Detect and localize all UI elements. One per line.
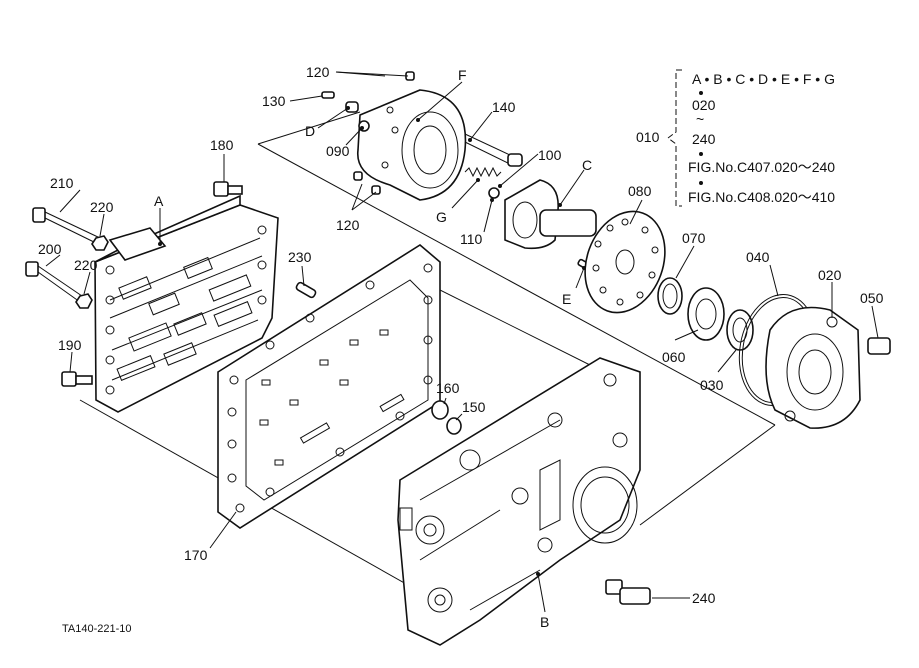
label-020: 020 <box>818 267 842 283</box>
label-140: 140 <box>492 99 516 115</box>
legend-ref1: FIG.No.C407.020～240 <box>688 159 835 175</box>
label-b: B <box>540 614 549 630</box>
ring-070 <box>657 277 683 315</box>
spring-g <box>464 166 502 178</box>
label-240: 240 <box>692 590 716 606</box>
label-220-top: 220 <box>90 199 114 215</box>
plate-080 <box>584 210 666 314</box>
main-body-b <box>397 357 641 646</box>
label-g: G <box>436 209 447 225</box>
label-190: 190 <box>58 337 82 353</box>
label-230: 230 <box>288 249 312 265</box>
plug-120-lower <box>353 171 381 195</box>
leader-lines <box>45 71 879 613</box>
label-170: 170 <box>184 547 208 563</box>
label-160: 160 <box>436 380 460 396</box>
label-060: 060 <box>662 349 686 365</box>
legend-tilde: ~ <box>696 111 704 127</box>
label-200: 200 <box>38 241 62 257</box>
bolt-240 <box>605 579 651 605</box>
label-100: 100 <box>538 147 562 163</box>
label-c: C <box>582 157 592 173</box>
label-120-top: 120 <box>306 64 330 80</box>
bolt-190 <box>61 371 93 387</box>
bearing-060 <box>687 287 725 341</box>
cover-020 <box>765 306 861 429</box>
label-e: E <box>562 291 571 307</box>
label-070: 070 <box>682 230 706 246</box>
pin-230 <box>295 281 317 299</box>
legend-range-start: 020 <box>692 97 716 113</box>
bolt-180 <box>213 181 243 197</box>
legend-letters: A • B • C • D • E • F • G <box>692 71 835 87</box>
legend-range-end: 240 <box>692 131 716 147</box>
housing-f <box>357 89 467 201</box>
label-220-bottom: 220 <box>74 257 98 273</box>
legend-ref2: FIG.No.C408.020～410 <box>688 189 835 205</box>
label-110: 110 <box>460 231 483 247</box>
label-030: 030 <box>700 377 724 393</box>
label-180: 180 <box>210 137 234 153</box>
label-d: D <box>305 123 315 139</box>
bolt-210 <box>32 207 101 245</box>
bolt-200 <box>25 261 83 303</box>
valve-body-a <box>94 194 279 413</box>
bolt-140 <box>464 133 523 167</box>
spool-c <box>504 179 597 250</box>
label-120-bottom: 120 <box>336 217 360 233</box>
nut-220-lower <box>75 293 93 309</box>
legend-code-010: 010 <box>636 129 660 145</box>
separator-plate-170 <box>217 244 441 529</box>
label-040: 040 <box>746 249 770 265</box>
bolt-050 <box>867 337 891 355</box>
leader-dots <box>158 106 586 576</box>
pin-130 <box>321 91 335 99</box>
figure-id: TA140-221-10 <box>62 623 132 635</box>
callout-labels: 120 130 F D 090 140 100 C G 110 120 180 … <box>38 64 884 630</box>
label-090: 090 <box>326 143 350 159</box>
label-080: 080 <box>628 183 652 199</box>
label-f: F <box>458 67 467 83</box>
plug-160 <box>431 400 449 420</box>
ball-110 <box>488 187 500 199</box>
o-ring-150 <box>446 417 462 435</box>
label-a: A <box>154 193 164 209</box>
label-150: 150 <box>462 399 486 415</box>
label-050: 050 <box>860 290 884 306</box>
label-130: 130 <box>262 93 286 109</box>
label-210: 210 <box>50 175 74 191</box>
legend-010: A • B • C • D • E • F • G 020 ~ 240 FIG.… <box>636 69 835 207</box>
nut-220-upper <box>91 235 109 251</box>
